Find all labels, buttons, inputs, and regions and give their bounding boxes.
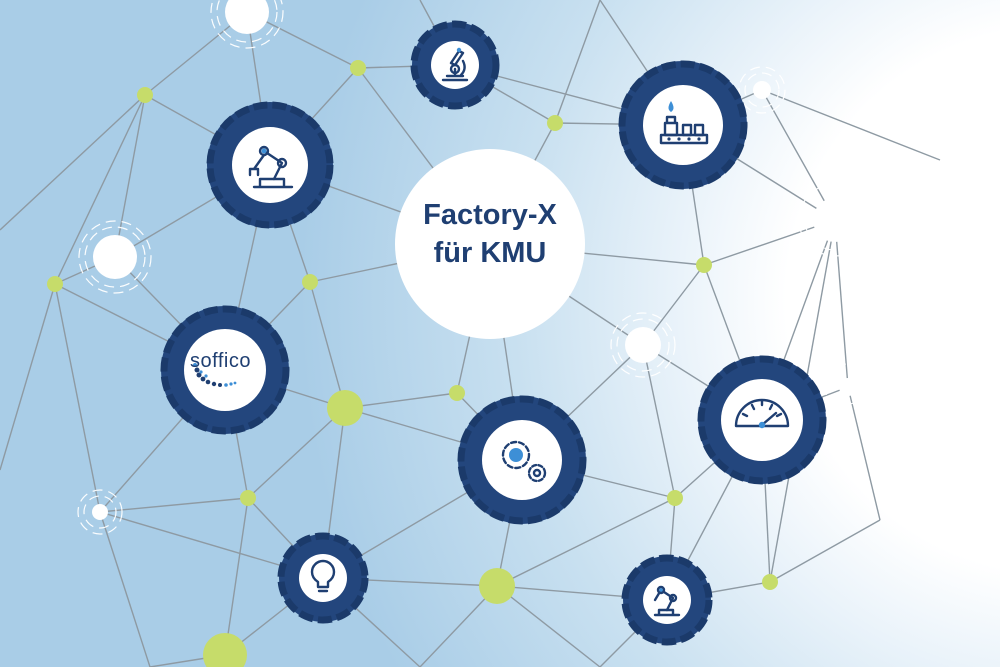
white-node bbox=[93, 235, 137, 279]
white-node bbox=[753, 81, 771, 99]
node-halo-ring bbox=[83, 495, 117, 529]
hub-small-robot-arm bbox=[621, 554, 713, 646]
network-edge bbox=[642, 344, 676, 499]
node-halo-ring bbox=[738, 66, 786, 114]
network-edge bbox=[224, 497, 249, 656]
soffico-logo-text: soffico bbox=[190, 350, 251, 372]
green-node bbox=[479, 568, 515, 604]
title-line-1: Factory-X bbox=[423, 199, 557, 231]
green-node bbox=[696, 257, 712, 273]
node-halo-ring bbox=[78, 220, 152, 294]
lightbulb-icon bbox=[310, 559, 336, 593]
network-edge bbox=[344, 392, 458, 409]
network-edge bbox=[847, 386, 881, 521]
center-title: Factory-X für KMU bbox=[395, 196, 585, 272]
microscope-icon bbox=[441, 47, 469, 82]
green-node bbox=[762, 574, 778, 590]
hub-filling-line bbox=[618, 60, 748, 190]
green-node bbox=[449, 385, 465, 401]
network-edge bbox=[0, 283, 56, 471]
network-edge bbox=[309, 281, 346, 409]
title-line-2: für KMU bbox=[433, 237, 547, 269]
gears-icon bbox=[501, 440, 547, 483]
white-node bbox=[625, 327, 661, 363]
network-edge bbox=[114, 94, 146, 258]
hub-lightbulb bbox=[277, 532, 369, 624]
network-edge bbox=[99, 497, 249, 513]
node-halo-ring bbox=[824, 363, 872, 411]
robot-arm-icon bbox=[248, 145, 294, 189]
network-edge bbox=[496, 497, 676, 587]
green-node bbox=[302, 274, 318, 290]
speedometer-icon bbox=[734, 398, 790, 429]
center-circle bbox=[395, 149, 585, 339]
hub-soffico bbox=[160, 305, 290, 435]
network-edge bbox=[0, 94, 146, 231]
node-halo-ring bbox=[84, 226, 146, 288]
network-edge bbox=[247, 407, 346, 499]
network-edge bbox=[703, 219, 836, 266]
node-halo-ring bbox=[744, 72, 780, 108]
network-nodes bbox=[47, 0, 857, 667]
white-node bbox=[813, 198, 857, 242]
green-node bbox=[327, 390, 363, 426]
node-halo-ring bbox=[798, 183, 872, 257]
node-halo-ring bbox=[610, 312, 676, 378]
green-node bbox=[240, 490, 256, 506]
white-node bbox=[92, 504, 108, 520]
node-halo-ring bbox=[804, 189, 866, 251]
network-edge bbox=[769, 519, 881, 583]
hub-gears bbox=[457, 395, 587, 525]
green-node bbox=[667, 490, 683, 506]
node-halos bbox=[77, 0, 872, 535]
hub-robot-arm bbox=[206, 101, 334, 229]
white-node bbox=[839, 378, 857, 396]
network-edge bbox=[761, 89, 941, 161]
green-node bbox=[137, 87, 153, 103]
network-edge bbox=[419, 585, 498, 667]
network-edge bbox=[54, 94, 146, 285]
network-edge bbox=[496, 585, 601, 667]
hub-speedometer bbox=[697, 355, 827, 485]
network-edge bbox=[834, 219, 849, 388]
soffico-logo bbox=[193, 363, 237, 387]
node-halo-ring bbox=[830, 369, 866, 405]
hub-microscope bbox=[410, 20, 500, 110]
node-halo-ring bbox=[616, 318, 670, 372]
small-robot-arm-icon bbox=[653, 585, 681, 617]
network-edge bbox=[99, 511, 151, 667]
network-edge bbox=[554, 0, 601, 124]
green-node bbox=[203, 633, 247, 667]
white-node bbox=[225, 0, 269, 34]
node-halo-ring bbox=[210, 0, 284, 49]
network-edge bbox=[54, 283, 101, 513]
node-halo-ring bbox=[77, 489, 123, 535]
green-node bbox=[350, 60, 366, 76]
node-halo-ring bbox=[216, 0, 278, 43]
green-node bbox=[547, 115, 563, 131]
network-edge bbox=[761, 89, 836, 221]
filling-line-icon bbox=[659, 101, 709, 145]
green-node bbox=[47, 276, 63, 292]
